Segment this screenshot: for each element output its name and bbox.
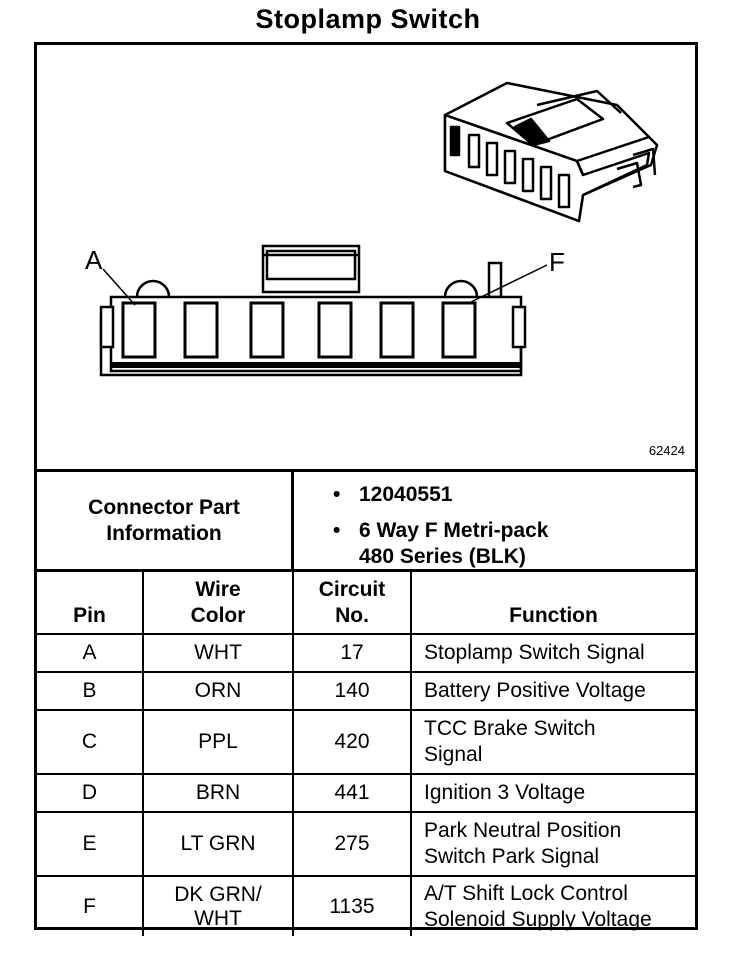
circuit-cell: 1135 — [292, 875, 412, 936]
function-cell: Park Neutral Position Switch Park Signal — [410, 811, 695, 877]
connector-sheet: A F 62424 Connector Part Information • 1… — [34, 42, 698, 936]
connector-info-details: • 12040551 • 6 Way F Metri-pack 480 Seri… — [333, 482, 548, 570]
header-pin: Pin — [37, 569, 144, 635]
wire-color-cell: BRN — [142, 773, 294, 813]
part-number: 12040551 — [359, 483, 453, 506]
table-header-row: Pin Wire Color Circuit No. Function — [37, 569, 695, 635]
cavity-c — [249, 301, 285, 359]
connector-part-info: Connector Part Information • 12040551 • … — [37, 472, 695, 572]
description-line1: 6 Way F Metri-pack — [359, 519, 549, 542]
connector-front-view — [99, 244, 527, 377]
description-line2: 480 Series (BLK) — [359, 545, 526, 568]
pin-cavities — [121, 301, 477, 359]
pin-cell: E — [37, 811, 144, 877]
connector-3d-view — [443, 81, 659, 223]
table-row: B ORN 140 Battery Positive Voltage — [37, 671, 695, 711]
circuit-cell: 441 — [292, 773, 412, 813]
header-function: Function — [410, 569, 695, 635]
leader-line-a — [102, 268, 136, 306]
circuit-cell: 275 — [292, 811, 412, 877]
figure-number: 62424 — [648, 443, 685, 458]
part-number-item: • 12040551 — [333, 482, 548, 508]
connector-info-label-line2: Information — [106, 521, 222, 545]
header-circuit: Circuit No. — [292, 569, 412, 635]
connector-diagram: A F 62424 — [37, 45, 695, 472]
pin-cell: C — [37, 709, 144, 775]
function-cell: Battery Positive Voltage — [410, 671, 695, 711]
pin-cell: A — [37, 633, 144, 673]
function-cell: Ignition 3 Voltage — [410, 773, 695, 813]
pin-label-f: F — [549, 247, 565, 277]
cavity-a — [121, 301, 157, 359]
leader-line-f — [468, 264, 548, 304]
pin-cell: B — [37, 671, 144, 711]
circuit-cell: 140 — [292, 671, 412, 711]
wire-color-cell: WHT — [142, 633, 294, 673]
table-row: D BRN 441 Ignition 3 Voltage — [37, 773, 695, 813]
page-title: Stoplamp Switch — [255, 4, 481, 34]
function-cell: Stoplamp Switch Signal — [410, 633, 695, 673]
wire-color-cell: PPL — [142, 709, 294, 775]
cavity-b — [183, 301, 219, 359]
wire-color-cell: DK GRN/ WHT — [142, 875, 294, 936]
description-item: • 6 Way F Metri-pack 480 Series (BLK) — [333, 518, 548, 570]
header-wire-color: Wire Color — [142, 569, 294, 635]
table-row: C PPL 420 TCC Brake Switch Signal — [37, 709, 695, 775]
pin-label-a: A — [85, 245, 103, 275]
table-row: A WHT 17 Stoplamp Switch Signal — [37, 633, 695, 673]
circuit-cell: 420 — [292, 709, 412, 775]
cavity-e — [379, 301, 415, 359]
wire-color-cell: ORN — [142, 671, 294, 711]
connector-info-label-line1: Connector Part — [88, 495, 240, 519]
bullet-icon: • — [333, 519, 341, 542]
connector-info-label: Connector Part Information — [37, 472, 294, 569]
pinout-table: Pin Wire Color Circuit No. Function A WH… — [37, 569, 695, 936]
table-row: E LT GRN 275 Park Neutral Position Switc… — [37, 811, 695, 877]
function-cell: TCC Brake Switch Signal — [410, 709, 695, 775]
circuit-cell: 17 — [292, 633, 412, 673]
function-cell: A/T Shift Lock Control Solenoid Supply V… — [410, 875, 695, 936]
connector-illustration — [99, 81, 659, 377]
wire-color-cell: LT GRN — [142, 811, 294, 877]
cavity-f — [441, 301, 477, 359]
table-row: F DK GRN/ WHT 1135 A/T Shift Lock Contro… — [37, 875, 695, 936]
bullet-icon: • — [333, 483, 341, 506]
pin-cell: F — [37, 875, 144, 936]
pin-cell: D — [37, 773, 144, 813]
cavity-d — [317, 301, 353, 359]
